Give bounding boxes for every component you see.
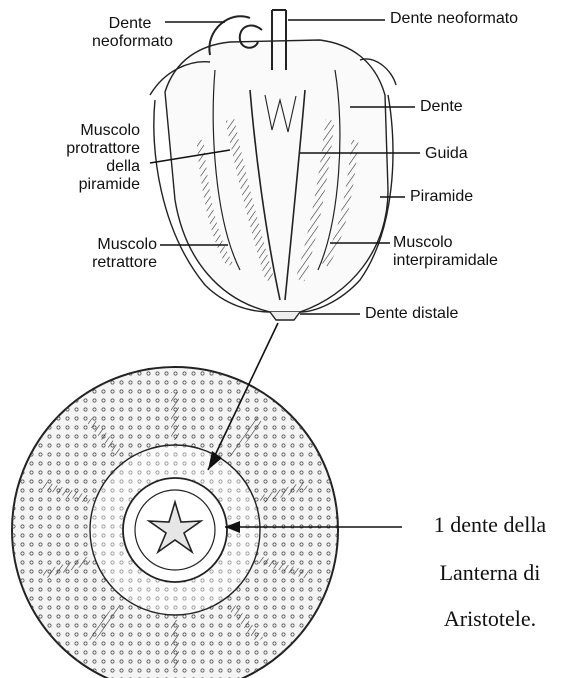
caption-line-3: Aristotele. bbox=[410, 606, 570, 632]
label-dente-distale: Dente distale bbox=[365, 305, 458, 323]
label-piramide: Piramide bbox=[410, 188, 473, 206]
label-dente: Dente bbox=[420, 98, 463, 116]
caption-line-1: 1 dente della bbox=[410, 512, 570, 538]
label-dente-neoformato-top: Dente neoformato bbox=[390, 10, 518, 28]
label-muscolo-protrattore: Muscolo protrattore della piramide bbox=[28, 122, 140, 194]
label-dente-neoformato-left: Dente neoformato bbox=[92, 15, 168, 51]
sea-urchin-test bbox=[12, 367, 338, 678]
label-muscolo-interpiramidale: Muscolo interpiramidale bbox=[393, 234, 498, 270]
caption-line-2: Lanterna di bbox=[410, 560, 570, 586]
label-muscolo-retrattore: Muscolo retrattore bbox=[62, 236, 157, 272]
aristotle-lantern-drawing bbox=[150, 10, 396, 320]
label-guida: Guida bbox=[425, 145, 468, 163]
